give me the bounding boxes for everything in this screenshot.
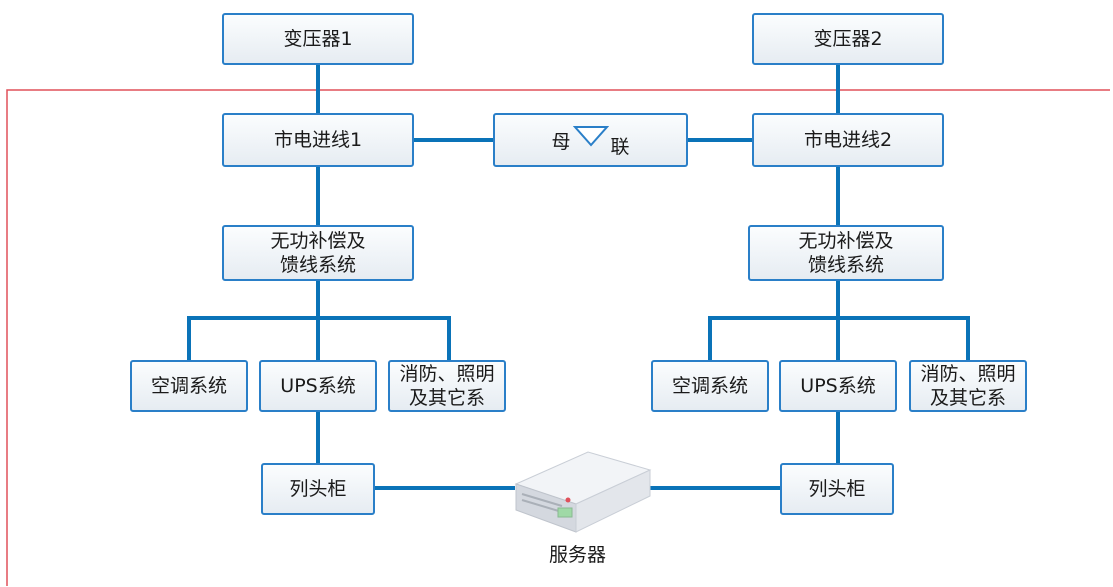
column-cabinet-left-label: 列头柜	[289, 478, 347, 500]
reactive-compensation-left-line2: 馈线系统	[279, 254, 356, 276]
reactive-compensation-left-node: 无功补偿及 馈线系统	[222, 225, 414, 281]
server-label: 服务器	[549, 544, 607, 566]
transformer-1-node: 变压器1	[222, 13, 414, 65]
facility-boundary	[6, 89, 1110, 586]
ac-system-left-node: 空调系统	[130, 360, 248, 412]
server-icon	[514, 451, 652, 533]
ups-system-right-label: UPS系统	[800, 375, 876, 397]
bus-tie-node: 母 联	[493, 113, 688, 167]
fire-lighting-right-line2: 及其它系	[929, 387, 1006, 409]
fire-lighting-right-line1: 消防、照明	[920, 363, 1016, 385]
column-cabinet-right-label: 列头柜	[808, 478, 866, 500]
fire-lighting-right-node: 消防、照明 及其它系	[909, 360, 1027, 412]
ups-system-left-label: UPS系统	[280, 375, 356, 397]
fire-lighting-left-line1: 消防、照明	[399, 363, 495, 385]
ups-system-left-node: UPS系统	[259, 360, 377, 412]
ac-system-left-label: 空调系统	[150, 375, 227, 397]
reactive-compensation-right-line1: 无功补偿及	[798, 230, 894, 252]
branch-bus-left	[187, 316, 451, 360]
incoming-line-2-label: 市电进线2	[803, 129, 893, 151]
fire-lighting-left-line2: 及其它系	[408, 387, 485, 409]
transformer-2-node: 变压器2	[752, 13, 944, 65]
transformer-2-label: 变压器2	[813, 28, 883, 50]
reactive-compensation-right-node: 无功补偿及 馈线系统	[748, 225, 944, 281]
reactive-compensation-left-line1: 无功补偿及	[270, 230, 366, 252]
bus-tie-right-label: 联	[610, 136, 630, 158]
fire-lighting-left-node: 消防、照明 及其它系	[388, 360, 506, 412]
incoming-line-1-node: 市电进线1	[222, 113, 414, 167]
column-cabinet-left-node: 列头柜	[261, 463, 375, 515]
bus-tie-left-label: 母	[551, 131, 571, 153]
ac-system-right-node: 空调系统	[651, 360, 769, 412]
ac-system-right-label: 空调系统	[671, 375, 748, 397]
branch-bus-right	[708, 316, 970, 360]
breaker-triangle-icon	[572, 126, 609, 147]
transformer-1-label: 变压器1	[283, 28, 353, 50]
column-cabinet-right-node: 列头柜	[780, 463, 894, 515]
incoming-line-1-label: 市电进线1	[273, 129, 363, 151]
incoming-line-2-node: 市电进线2	[752, 113, 944, 167]
ups-system-right-node: UPS系统	[779, 360, 897, 412]
reactive-compensation-right-line2: 馈线系统	[807, 254, 884, 276]
